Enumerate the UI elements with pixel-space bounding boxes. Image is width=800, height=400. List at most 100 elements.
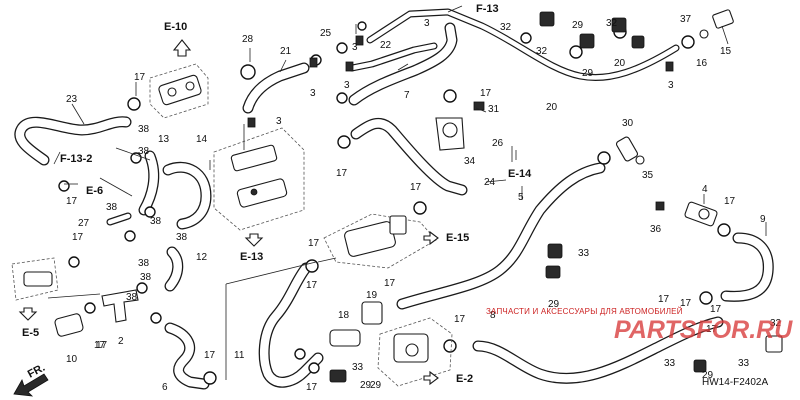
callout-36: 36: [650, 224, 662, 235]
callout-17: 17: [204, 350, 216, 361]
watermark: ЗАПЧАСТИ И АКСЕССУАРЫ ДЛЯ АВТОМОБИЛЕЙ PA…: [486, 303, 792, 358]
housing-e2[interactable]: [377, 317, 453, 387]
callout-4: 4: [702, 184, 708, 195]
ref-e-15[interactable]: E-15: [446, 232, 469, 244]
sensor-30[interactable]: [615, 136, 645, 165]
thermostat-housing[interactable]: [435, 101, 485, 151]
callout-33: 33: [578, 248, 590, 259]
callout-17: 17: [724, 196, 736, 207]
bolts: [247, 35, 674, 128]
reference-labels: E-10 F-13F-13-2E-6E-5 E-13 E-14E-15E-2: [22, 3, 532, 385]
callout-29: 29: [582, 68, 594, 79]
callout-37: 37: [680, 14, 692, 25]
callout-18: 18: [338, 310, 350, 321]
callout-32: 32: [500, 22, 512, 33]
callout-31: 31: [488, 104, 500, 115]
callout-7: 7: [404, 90, 410, 101]
callout-5: 5: [518, 192, 524, 203]
callout-38: 38: [176, 232, 188, 243]
callout-14: 14: [196, 134, 208, 145]
callout-9: 9: [760, 214, 766, 225]
callout-17: 17: [72, 232, 84, 243]
callout-35: 35: [642, 170, 654, 181]
callout-17: 17: [306, 382, 318, 393]
hose-5[interactable]: [396, 162, 606, 310]
pipe-20[interactable]: [366, 8, 680, 82]
callout-15: 15: [720, 46, 732, 57]
callout-27: 27: [78, 218, 90, 229]
joint-19[interactable]: [329, 301, 383, 347]
fastener-15[interactable]: [699, 9, 734, 45]
callout-3: 3: [424, 18, 430, 29]
t-joint-2[interactable]: [101, 289, 139, 323]
pipe-22[interactable]: [348, 42, 438, 72]
callout-6: 6: [162, 382, 168, 393]
hose-11[interactable]: [258, 262, 324, 388]
callout-17: 17: [384, 278, 396, 289]
callout-29: 29: [572, 20, 584, 31]
callout-20: 20: [614, 58, 626, 69]
callout-12: 12: [196, 252, 208, 263]
hose-holders-upper: [539, 11, 645, 49]
callout-3: 3: [344, 80, 350, 91]
callout-34: 34: [464, 156, 476, 167]
joint-4[interactable]: [655, 201, 718, 227]
valve-unit-e10[interactable]: [149, 63, 209, 119]
ref-e-2[interactable]: E-2: [456, 373, 473, 385]
hose-24[interactable]: [350, 117, 468, 196]
canister-e15[interactable]: [317, 213, 437, 269]
control-valve-assembly[interactable]: [213, 124, 305, 231]
callout-26: 26: [492, 138, 504, 149]
hose-21[interactable]: [242, 62, 310, 114]
callout-17: 17: [480, 88, 492, 99]
hose-14[interactable]: [162, 161, 212, 230]
callout-28: 28: [242, 34, 254, 45]
callout-11: 11: [234, 350, 245, 361]
ref-e-13[interactable]: E-13: [240, 251, 263, 263]
watermark-text: ЗАПЧАСТИ И АКСЕССУАРЫ ДЛЯ АВТОМОБИЛЕЙ: [486, 307, 683, 316]
hose-7[interactable]: [348, 22, 458, 106]
callout-20: 20: [546, 102, 558, 113]
ref-f-13-2[interactable]: F-13-2: [60, 153, 92, 165]
callout-29: 29: [548, 299, 560, 310]
hose-27[interactable]: [106, 212, 132, 226]
connector-e5[interactable]: [11, 257, 59, 301]
fitting-10[interactable]: [54, 313, 84, 337]
callout-17: 17: [66, 196, 78, 207]
reference-arrows: [18, 5, 463, 386]
ref-e-6[interactable]: E-6: [86, 185, 103, 197]
callout-16: 16: [696, 58, 708, 69]
callout-17: 17: [308, 238, 320, 249]
ref-e-14[interactable]: E-14: [508, 168, 532, 180]
callout-17: 17: [680, 298, 692, 309]
callout-13: 13: [158, 134, 170, 145]
hose-6[interactable]: [164, 322, 210, 390]
callout-29: 29: [370, 380, 382, 391]
callout-17: 17: [658, 294, 670, 305]
watermark-logo: PARTSFOR.RU: [614, 316, 793, 344]
callout-17: 17: [454, 314, 466, 325]
ref-e-10[interactable]: E-10: [164, 21, 187, 33]
callout-21: 21: [280, 46, 292, 57]
hose-8[interactable]: [472, 316, 724, 384]
callout-19: 19: [366, 290, 378, 301]
hose-13[interactable]: [138, 150, 160, 216]
callout-30: 30: [622, 118, 634, 129]
callout-38: 38: [126, 292, 138, 303]
callout-33: 33: [738, 358, 750, 369]
callout-17: 17: [710, 304, 722, 315]
hose-23[interactable]: [14, 116, 132, 166]
callout-32: 32: [770, 318, 782, 329]
callout-38: 38: [138, 258, 150, 269]
callout-17: 17: [336, 168, 348, 179]
ref-f-13[interactable]: F-13: [476, 3, 499, 15]
hose-holders-lower: [329, 243, 783, 383]
callout-8: 8: [490, 310, 496, 321]
ref-e-5[interactable]: E-5: [22, 327, 39, 339]
hose-12[interactable]: [164, 246, 184, 292]
callout-38: 38: [138, 124, 150, 135]
callout-33: 33: [664, 358, 676, 369]
hose-9[interactable]: [720, 232, 774, 302]
